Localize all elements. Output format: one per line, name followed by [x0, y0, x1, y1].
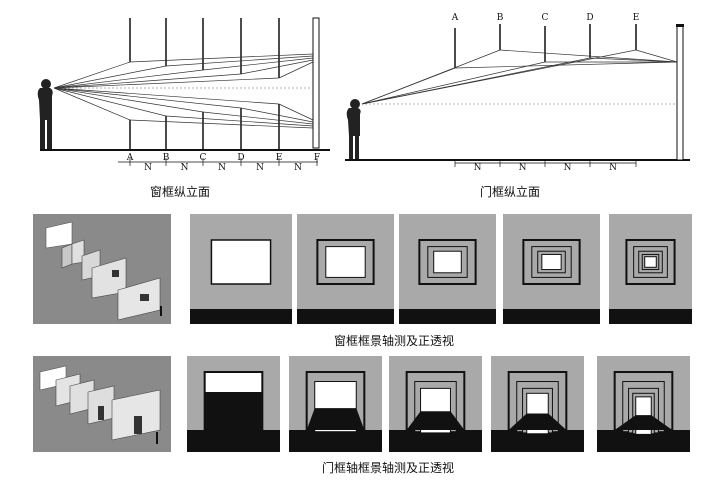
door-frame-posts	[454, 24, 637, 68]
ground-band	[491, 430, 584, 452]
sight-line	[53, 87, 242, 109]
spacing-label: N	[609, 163, 617, 173]
sight-extension	[202, 111, 314, 125]
sight-extension	[165, 115, 314, 127]
sight-extension	[240, 59, 314, 75]
door-perspective-panel	[187, 356, 280, 452]
sight-line	[361, 61, 546, 105]
door-perspective-series	[187, 356, 690, 452]
spacing-label: N	[144, 163, 152, 173]
sight-line	[53, 87, 131, 121]
caption-door-series: 门框轴框景轴测及正透视	[322, 460, 454, 475]
spacing-label: N	[218, 163, 226, 173]
sight-extension	[129, 119, 314, 129]
door-sight-lines	[361, 49, 678, 105]
sight-line	[361, 49, 637, 105]
sight-extension	[454, 61, 678, 69]
spacing-label: N	[564, 163, 572, 173]
floor-silhouette	[306, 408, 365, 430]
end-wall	[676, 25, 684, 161]
spacing-label: N	[294, 163, 302, 173]
sight-line	[361, 49, 501, 105]
floor-silhouette	[204, 392, 263, 430]
nested-window-frame	[541, 253, 562, 271]
end-wall	[312, 17, 320, 149]
sight-line	[53, 65, 167, 89]
frame-label: A	[451, 13, 459, 23]
window-frame-posts	[129, 18, 280, 150]
nested-window-frame	[325, 246, 366, 278]
sight-extension	[278, 103, 314, 121]
door-perspective-panel	[491, 356, 584, 452]
ground-band	[609, 309, 692, 324]
sight-line	[53, 73, 242, 89]
floor-silhouette	[406, 411, 465, 430]
sight-line	[53, 69, 204, 89]
door-perspective-panel	[389, 356, 482, 452]
frame-label: B	[497, 13, 504, 23]
floor-silhouette	[508, 413, 567, 430]
door-axonometric	[33, 356, 171, 452]
spacing-label: N	[474, 163, 482, 173]
ground-band	[187, 430, 280, 452]
sight-line	[53, 87, 280, 105]
window-perspective-panel	[190, 214, 292, 324]
window-perspective-panel	[503, 214, 600, 324]
window-sight-lines	[53, 53, 314, 129]
floor-silhouette	[614, 415, 673, 430]
sight-extension	[589, 57, 678, 63]
sight-line	[53, 87, 204, 113]
frame-label: D	[586, 13, 593, 23]
nested-window-frame	[644, 256, 657, 268]
observer-figure	[346, 99, 361, 159]
frame-label: C	[542, 13, 549, 23]
sight-extension	[278, 61, 314, 79]
window-perspective-panel	[399, 214, 496, 324]
ground-band	[190, 309, 292, 324]
nested-window-frame	[433, 250, 462, 274]
frame-label: E	[633, 13, 640, 23]
ground-band	[503, 309, 600, 324]
ground-band	[597, 430, 690, 452]
caption-window-series: 窗框框景轴测及正透视	[334, 333, 454, 348]
ground-band	[297, 309, 394, 324]
door-elevation-diagram: A N B N C N D N E 门框纵立面	[345, 13, 690, 199]
observer-figure	[37, 79, 53, 149]
window-perspective-panel	[297, 214, 394, 324]
door-perspective-panel	[597, 356, 690, 452]
spacing-label: N	[519, 163, 527, 173]
sight-line	[53, 87, 167, 117]
sight-extension	[635, 49, 678, 63]
sight-extension	[165, 55, 314, 67]
ground-band	[289, 430, 382, 452]
ground-band	[399, 309, 496, 324]
sight-extension	[202, 57, 314, 71]
spacing-label: N	[256, 163, 264, 173]
window-perspective-series	[190, 214, 692, 324]
sight-line	[53, 61, 131, 89]
door-frame-labels: A N B N C N D N E	[451, 13, 640, 173]
window-perspective-panel	[609, 214, 692, 324]
sight-extension	[499, 49, 678, 63]
sight-extension	[240, 107, 314, 123]
spacing-label: N	[181, 163, 189, 173]
caption-door-elevation: 门框纵立面	[480, 184, 540, 199]
end-wall-cap	[676, 24, 684, 27]
ground-band	[389, 430, 482, 452]
sight-line	[53, 77, 280, 89]
sight-extension	[129, 53, 314, 63]
door-perspective-panel	[289, 356, 382, 452]
window-axonometric	[33, 214, 171, 324]
window-opening	[210, 239, 272, 285]
caption-window-elevation: 窗框纵立面	[150, 184, 210, 199]
